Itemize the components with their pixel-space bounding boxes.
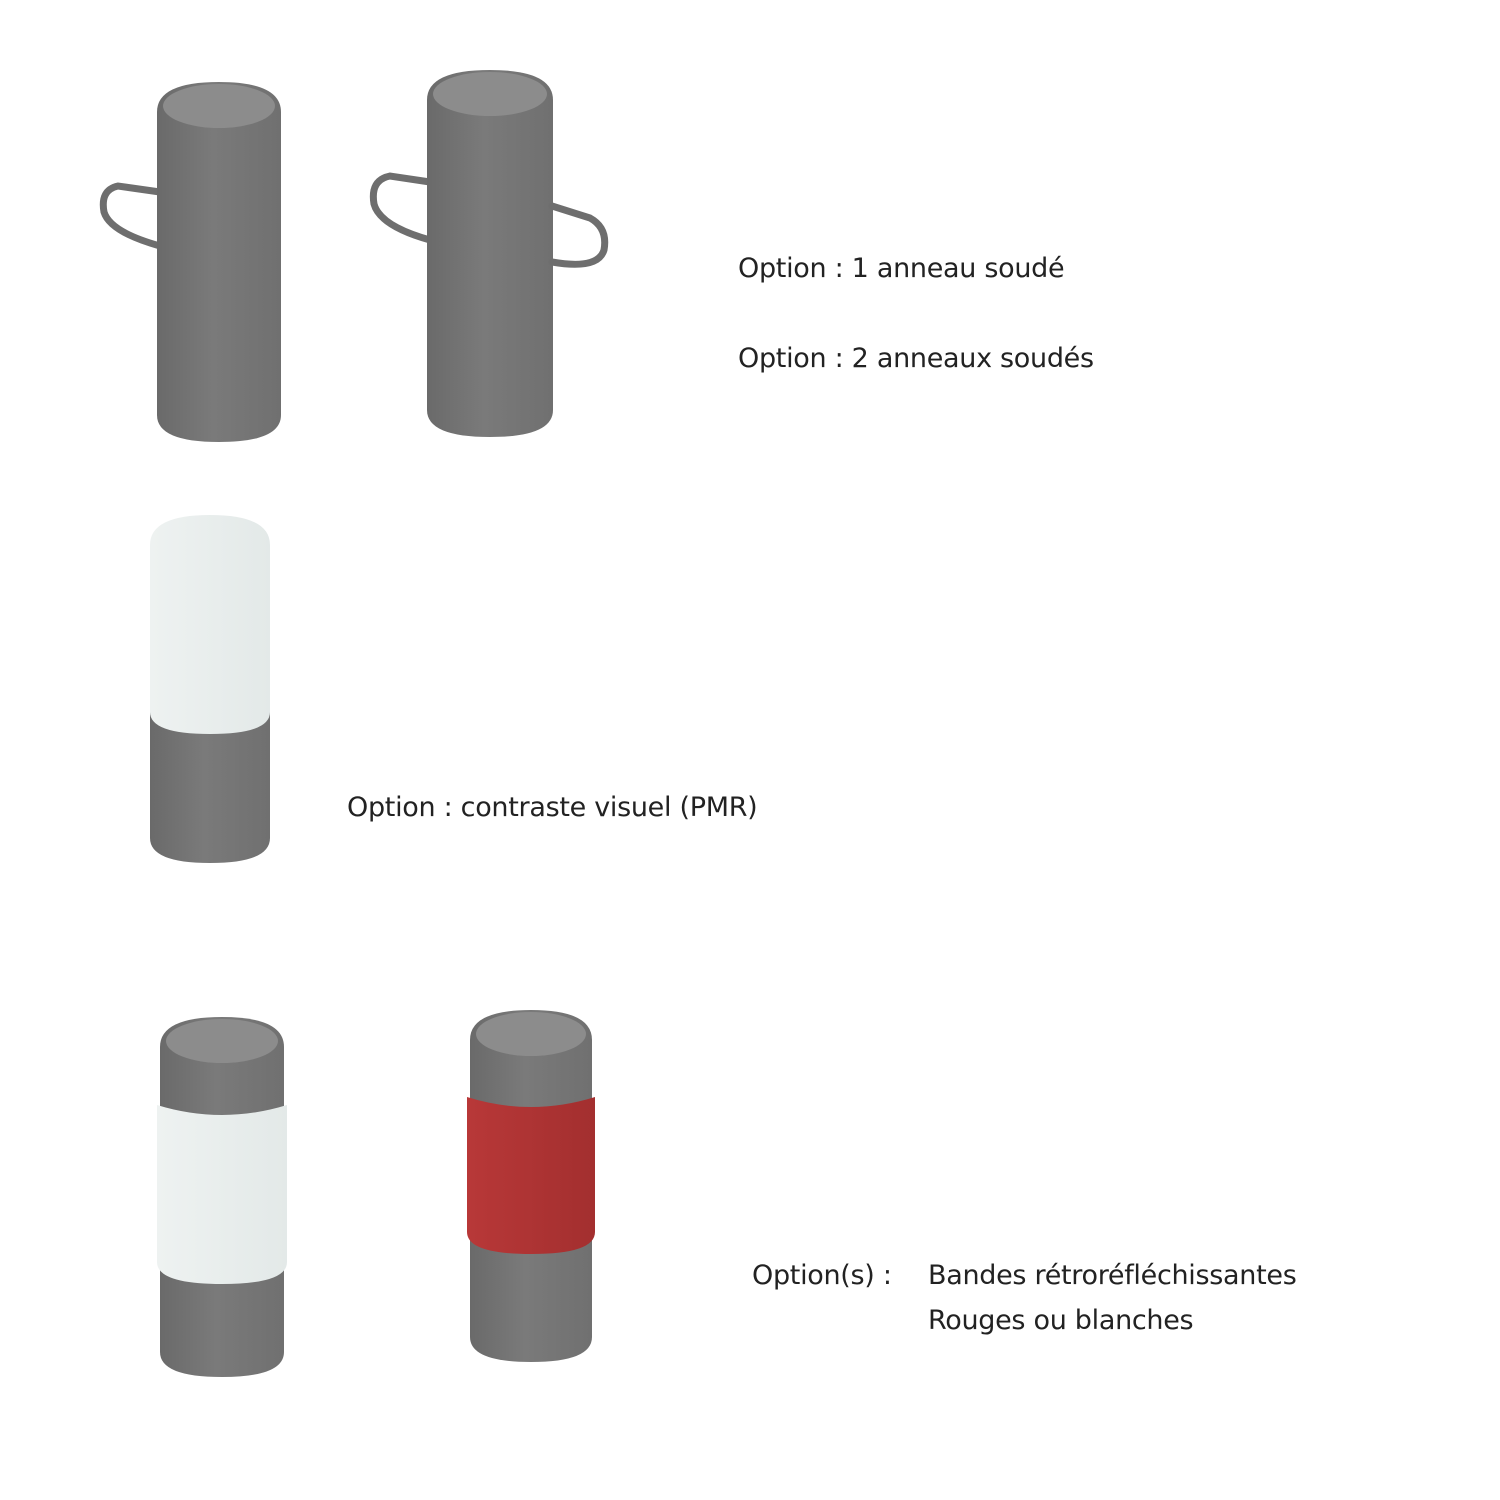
ring-icon xyxy=(99,182,164,250)
bollard-white-band xyxy=(157,1017,287,1377)
option-contrast-label: Option : contraste visuel (PMR) xyxy=(347,792,758,823)
bollard-one-ring xyxy=(99,82,281,442)
ring-icon xyxy=(548,202,609,268)
bollard-contrast xyxy=(150,515,270,863)
ring-icon xyxy=(369,172,434,244)
option-bands-prefix: Option(s) : xyxy=(752,1260,892,1291)
bollard-red-band xyxy=(467,1010,595,1362)
bollard-two-rings xyxy=(369,70,609,437)
option-bands-line1: Bandes rétroréfléchissantes xyxy=(928,1260,1297,1291)
option-two-rings-label: Option : 2 anneaux soudés xyxy=(738,343,1094,374)
option-one-ring-label: Option : 1 anneau soudé xyxy=(738,253,1065,284)
option-bands-line2: Rouges ou blanches xyxy=(928,1305,1194,1336)
